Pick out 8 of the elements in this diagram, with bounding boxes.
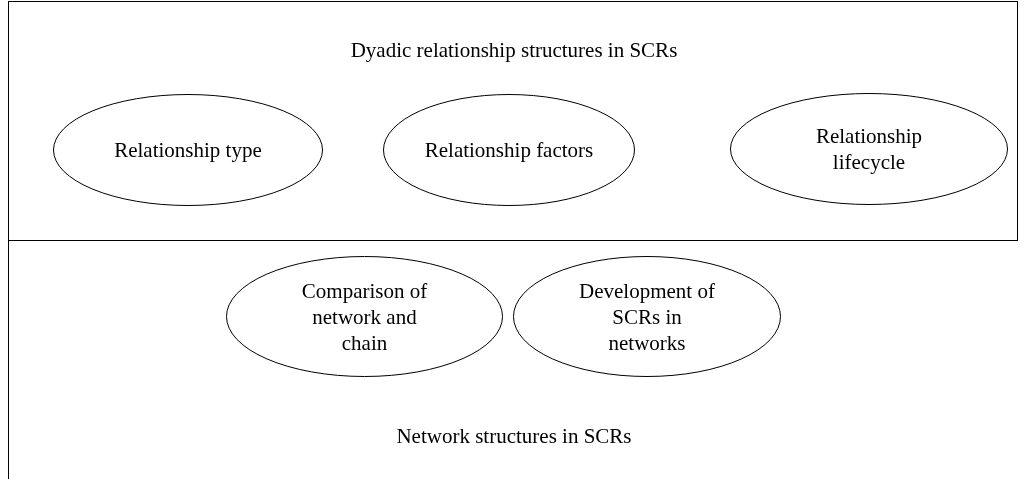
section-title: Dyadic relationship structures in SCRs xyxy=(349,37,679,63)
topic-label: Relationship lifecycle xyxy=(814,123,924,175)
topic-label: Relationship type xyxy=(113,137,263,163)
section-panel xyxy=(8,1,1018,241)
topic-label: Development of SCRs in networks xyxy=(578,277,716,356)
topic-label: Relationship factors xyxy=(424,137,594,163)
section-title: Network structures in SCRs xyxy=(395,423,633,449)
topic-label: Comparison of network and chain xyxy=(300,277,429,356)
